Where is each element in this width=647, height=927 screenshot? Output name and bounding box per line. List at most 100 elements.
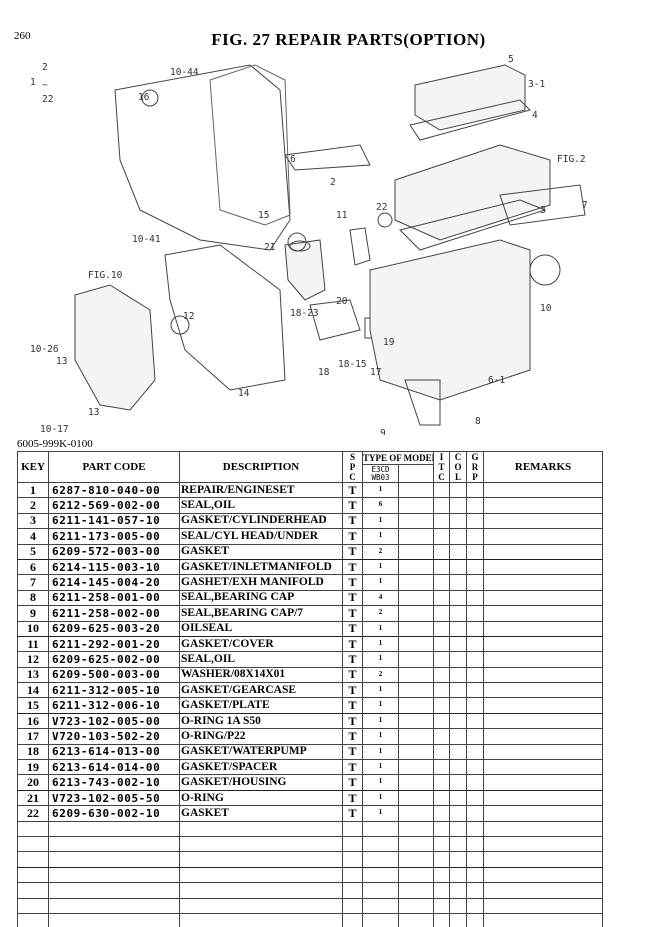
quantity-cell [362,866,399,884]
model-blank-cell [397,558,435,576]
part-code-cell: 6209-572-003-00 [48,543,180,560]
description-cell: O-RING [179,789,343,807]
quantity-cell [362,835,399,853]
part-code-cell: 6211-141-057-10 [48,512,180,530]
gear-case-plate [114,64,291,251]
spc-cell: T [342,589,363,607]
itc-cell [433,805,451,822]
gasket-plate [209,64,291,226]
table-row [17,882,603,899]
page-title: FIG. 27 REPAIR PARTS(OPTION) [211,30,486,49]
remarks-cell [483,728,603,745]
spc-cell: T [342,805,363,822]
part-code-cell [48,882,180,899]
description-cell: REPAIR/ENGINESET [179,481,343,499]
model-blank-cell [397,574,435,591]
itc-cell [433,543,451,560]
col-cell [449,728,468,745]
itc-cell [433,835,451,853]
part-code-cell: 6211-312-005-10 [48,682,180,699]
quantity-cell: 1 [362,620,399,637]
description-cell: GASKET/COVER [179,635,343,653]
part-code-cell [48,866,180,884]
spc-cell [342,897,363,914]
remarks-cell [483,743,603,761]
description-cell: SEAL,BEARING CAP [179,589,343,607]
table-row [17,866,603,884]
quantity-cell: 1 [362,789,399,807]
callout: 9 [380,428,386,435]
callout: 11 [336,210,348,221]
description-cell [179,897,343,914]
callout: FIG.2 [557,154,586,165]
callout: 20 [336,296,348,307]
col-cell [449,528,468,545]
key-cell: 5 [17,543,49,560]
quantity-cell [362,897,399,914]
part-code-cell: V723-102-005-00 [48,712,180,730]
itc-cell [433,512,451,530]
quantity-cell: 1 [362,697,399,714]
part-code-cell: 6209-500-003-00 [48,666,180,684]
quantity-cell: 1 [362,558,399,576]
remarks-cell [483,882,603,899]
callout: 5 [508,54,514,65]
col-cell [449,512,468,530]
key-cell: 12 [17,651,49,668]
callout: 3 [540,205,546,216]
spc-cell: T [342,620,363,637]
key-cell: 13 [17,666,49,684]
part-code-cell [48,820,180,837]
grp-cell [466,558,485,576]
remarks-cell [483,697,603,714]
grp-cell [466,528,485,545]
model-blank-cell [397,682,435,699]
itc-cell [433,497,451,514]
key-cell: 10 [17,620,49,637]
callout: 22 [42,94,53,105]
description-cell: GASKET [179,543,343,560]
key-cell [17,897,49,914]
model-blank-cell [397,528,435,545]
table-row [17,820,603,837]
col-cell [449,912,468,927]
remarks-cell [483,528,603,545]
key-cell: 15 [17,697,49,714]
callout: 16 [138,92,150,103]
callout: 14 [238,388,250,399]
spc-cell: T [342,605,363,622]
model-blank-cell [397,651,435,668]
remarks-cell [483,558,603,576]
description-cell: GASKET/GEARCASE [179,682,343,699]
itc-cell [433,666,451,684]
callout: 4 [532,110,538,121]
grp-cell [466,574,485,591]
col-cell [449,697,468,714]
callout: 6 [290,154,296,165]
part-code-cell: 6211-292-001-20 [48,635,180,653]
grp-cell [466,728,485,745]
spc-cell: T [342,528,363,545]
itc-cell [433,635,451,653]
callout: 10-17 [40,424,69,435]
callout: 10-44 [170,67,199,78]
key-cell [17,882,49,899]
description-cell [179,882,343,899]
remarks-cell [483,866,603,884]
quantity-cell: 1 [362,682,399,699]
remarks-cell [483,666,603,684]
key-cell: 11 [17,635,49,653]
itc-cell [433,882,451,899]
itc-cell [433,605,451,622]
description-cell [179,912,343,927]
